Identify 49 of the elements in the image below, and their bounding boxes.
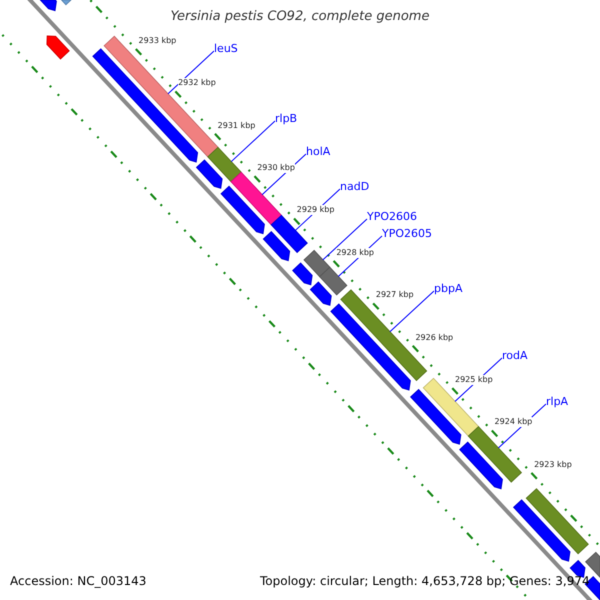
tick-label: 2928 kbp: [336, 248, 374, 258]
cds-feature: [310, 281, 332, 306]
leader-line: [390, 290, 434, 332]
cds-feature: [459, 442, 503, 490]
tick-label: 2923 kbp: [534, 460, 572, 470]
tick-label: 2929 kbp: [296, 205, 334, 216]
genome-stats-text: Topology: circular; Length: 4,653,728 bp; Genes: 3,974: [260, 574, 590, 589]
tick-label: 2927 kbp: [376, 290, 414, 300]
leader-line: [322, 218, 368, 260]
tick-label: 2924 kbp: [494, 417, 532, 428]
gene-feature-bar: [526, 488, 589, 554]
leader-line: [230, 120, 276, 162]
accession-text: Accession: NC_003143: [10, 574, 146, 589]
gene-feature-bar: [60, 0, 72, 6]
gene-feature-bar: [303, 250, 330, 278]
gene-label: YPO2605: [382, 227, 432, 240]
cds-feature: [410, 388, 462, 445]
gene-feature-bar: [207, 146, 242, 182]
cds-feature: [39, 0, 57, 12]
leader-line: [168, 50, 214, 94]
gene-feature-bar: [468, 426, 522, 483]
gene-label: leuS: [214, 42, 238, 55]
gene-label: rlpA: [546, 395, 568, 408]
tick-label: 2925 kbp: [454, 375, 493, 386]
tick-label: 2931 kbp: [218, 120, 256, 131]
cds-feature: [196, 159, 223, 189]
gene-label: holA: [306, 145, 330, 158]
gene-feature-bar: [319, 266, 348, 296]
gene-feature-bar: [270, 214, 308, 254]
gene-feature-bar: [230, 172, 282, 226]
title: Yersinia pestis CO92, complete genome: [170, 9, 430, 25]
gene-label: rodA: [502, 349, 528, 362]
cds-feature: [220, 186, 265, 234]
cds-feature: [570, 560, 586, 578]
cds-feature: [513, 499, 570, 562]
gene-label: YPO2606: [367, 210, 418, 223]
tick-label: 2930 kbp: [257, 163, 295, 174]
tick-label: 2932 kbp: [178, 78, 216, 88]
cds-feature: [330, 303, 411, 391]
gene-feature-bar: [422, 378, 480, 437]
cds-feature: [292, 262, 313, 286]
gene-label: pbpA: [434, 282, 462, 295]
gene-label: rlpB: [275, 112, 298, 125]
cds-feature: [262, 230, 290, 262]
gene-label: nadD: [340, 180, 370, 193]
cds-feature: [46, 36, 70, 60]
cds-feature: [92, 48, 198, 163]
tick-label: 2933 kbp: [138, 36, 176, 46]
tick-label: 2926 kbp: [415, 332, 454, 343]
